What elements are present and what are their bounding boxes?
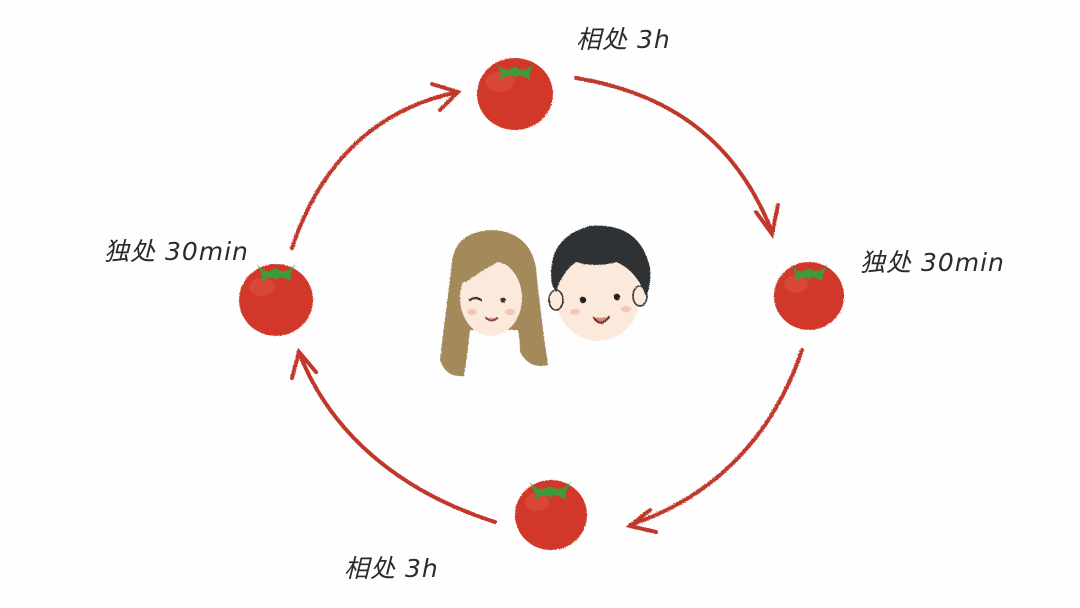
arrow-bottom-to-left-head (290, 347, 318, 380)
girl-face-icon (440, 230, 548, 377)
tomato-icon (477, 58, 553, 130)
tomato-icon (774, 262, 844, 330)
label-left: 独处 30min (104, 237, 249, 266)
label-bottom: 相处 3h (344, 554, 439, 583)
label-top: 相处 3h (576, 25, 671, 54)
arrow-top-to-right-head (754, 203, 780, 239)
tomato-icon (239, 263, 313, 336)
arrow-top-to-right (574, 76, 774, 234)
boy-face-icon (548, 225, 651, 341)
arrow-left-to-top (290, 90, 460, 250)
tomato-icon (515, 480, 587, 550)
label-right: 独处 30min (860, 248, 1005, 277)
arrow-left-to-top-head (430, 82, 462, 112)
arrow-bottom-to-left (298, 353, 497, 524)
arrow-right-to-bottom (628, 348, 804, 527)
arrow-right-to-bottom-head (625, 508, 658, 534)
